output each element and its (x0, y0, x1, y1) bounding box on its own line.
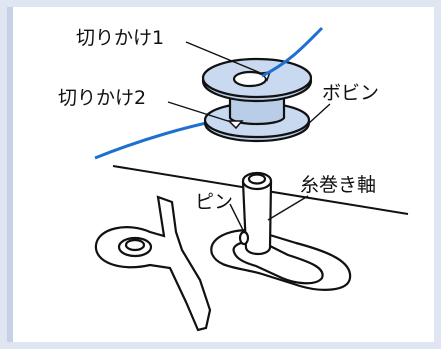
label-pin: ピン (195, 191, 233, 213)
leader-pin (229, 203, 245, 233)
thread-upper (261, 26, 324, 78)
leader-bobbin (307, 103, 331, 125)
leader-notch1 (185, 41, 264, 75)
label-notch2: 切りかけ2 (58, 87, 146, 109)
bobbin (201, 57, 313, 143)
leader-notch2 (167, 101, 232, 123)
leader-lines (167, 41, 331, 233)
leader-spindle (267, 195, 309, 221)
label-spindle: 糸巻き軸 (300, 174, 376, 196)
label-bobbin: ボビン (322, 82, 379, 104)
spindle-base (210, 229, 352, 291)
spindle-shaft (238, 171, 273, 256)
label-notch1: 切りかけ1 (76, 27, 164, 49)
winder-plate (94, 195, 212, 332)
